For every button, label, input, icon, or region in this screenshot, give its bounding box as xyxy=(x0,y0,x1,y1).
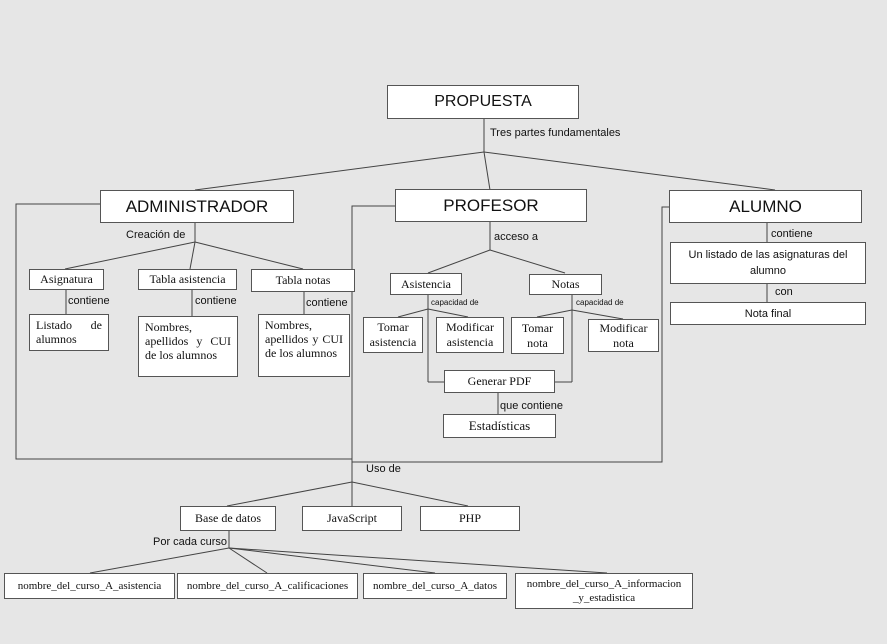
tabla-asistencia-child-node: Nombres, apellidos y CUI de los alumnos xyxy=(138,316,238,377)
estadisticas-node: Estadísticas xyxy=(443,414,556,438)
asistencia-edge-label: capacidad de xyxy=(431,298,479,307)
pdf-edge-label: que contiene xyxy=(500,400,563,412)
javascript-node: JavaScript xyxy=(302,506,402,531)
tabla-asistencia-node: Tabla asistencia xyxy=(138,269,237,290)
nota-final-node: Nota final xyxy=(670,302,866,325)
php-node: PHP xyxy=(420,506,520,531)
listado-edge-label: con xyxy=(775,286,793,298)
profesor-node: PROFESOR xyxy=(395,189,587,222)
tabla-asistencia-edge-label: contiene xyxy=(195,295,237,307)
asignatura-edge-label: contiene xyxy=(68,295,110,307)
tabla-curso-datos-node: nombre_del_curso_A_datos xyxy=(363,573,507,599)
notas-edge-label: capacidad de xyxy=(576,298,624,307)
modificar-nota-node: Modificar nota xyxy=(588,319,659,352)
tabla-curso-calificaciones-node: nombre_del_curso_A_calificaciones xyxy=(177,573,358,599)
profesor-edge-label: acceso a xyxy=(494,231,539,243)
tomar-nota-node: Tomar nota xyxy=(511,317,564,354)
root-edge-label: Tres partes fundamentales xyxy=(490,127,621,139)
tabla-notas-node: Tabla notas xyxy=(251,269,355,292)
tabla-curso-asistencia-node: nombre_del_curso_A_asistencia xyxy=(4,573,175,599)
por-cada-curso-label: Por cada curso xyxy=(153,536,227,548)
tabla-notas-edge-label: contiene xyxy=(306,297,348,309)
base-datos-node: Base de datos xyxy=(180,506,276,531)
generar-pdf-node: Generar PDF xyxy=(444,370,555,393)
listado-alumnos-node: Listado de alumnos xyxy=(29,314,109,351)
notas-node: Notas xyxy=(529,274,602,295)
root-node: PROPUESTA xyxy=(387,85,579,119)
asignatura-node: Asignatura xyxy=(29,269,104,290)
tabla-notas-child-node: Nombres, apellidos y CUI de los alumnos xyxy=(258,314,350,377)
tabla-curso-informacion-node: nombre_del_curso_A_informacion _y_estadi… xyxy=(515,573,693,609)
administrador-edge-label: Creación de xyxy=(126,229,186,241)
modificar-asistencia-node: Modificar asistencia xyxy=(436,317,504,353)
listado-asignaturas-node: Un listado de las asignaturas del alumno xyxy=(670,242,866,284)
alumno-node: ALUMNO xyxy=(669,190,862,223)
alumno-edge-label: contiene xyxy=(771,228,813,240)
administrador-node: ADMINISTRADOR xyxy=(100,190,294,223)
asistencia-node: Asistencia xyxy=(390,273,462,295)
tomar-asistencia-node: Tomar asistencia xyxy=(363,317,423,353)
uso-de-label: Uso de xyxy=(366,463,401,475)
